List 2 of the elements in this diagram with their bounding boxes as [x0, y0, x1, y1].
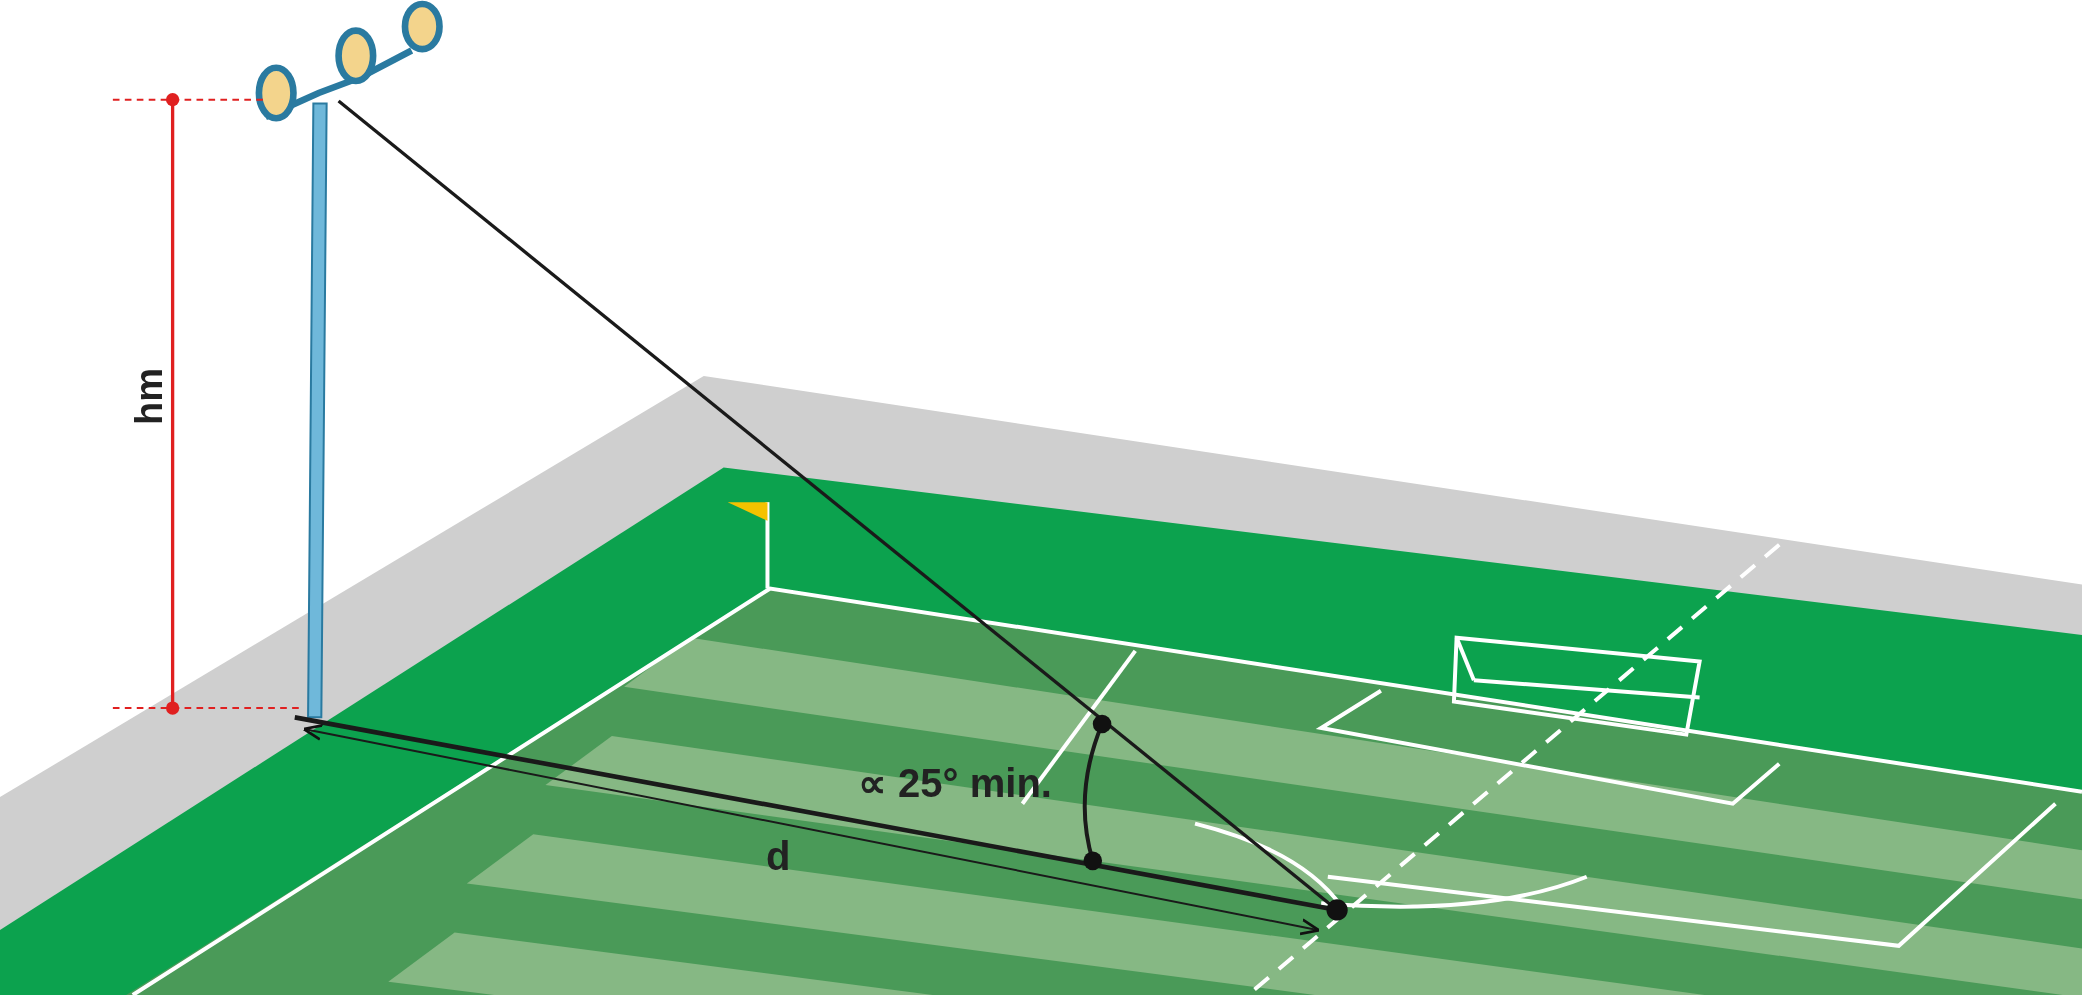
dimension-label: hm	[130, 368, 168, 425]
dimension-label: d	[766, 836, 791, 876]
